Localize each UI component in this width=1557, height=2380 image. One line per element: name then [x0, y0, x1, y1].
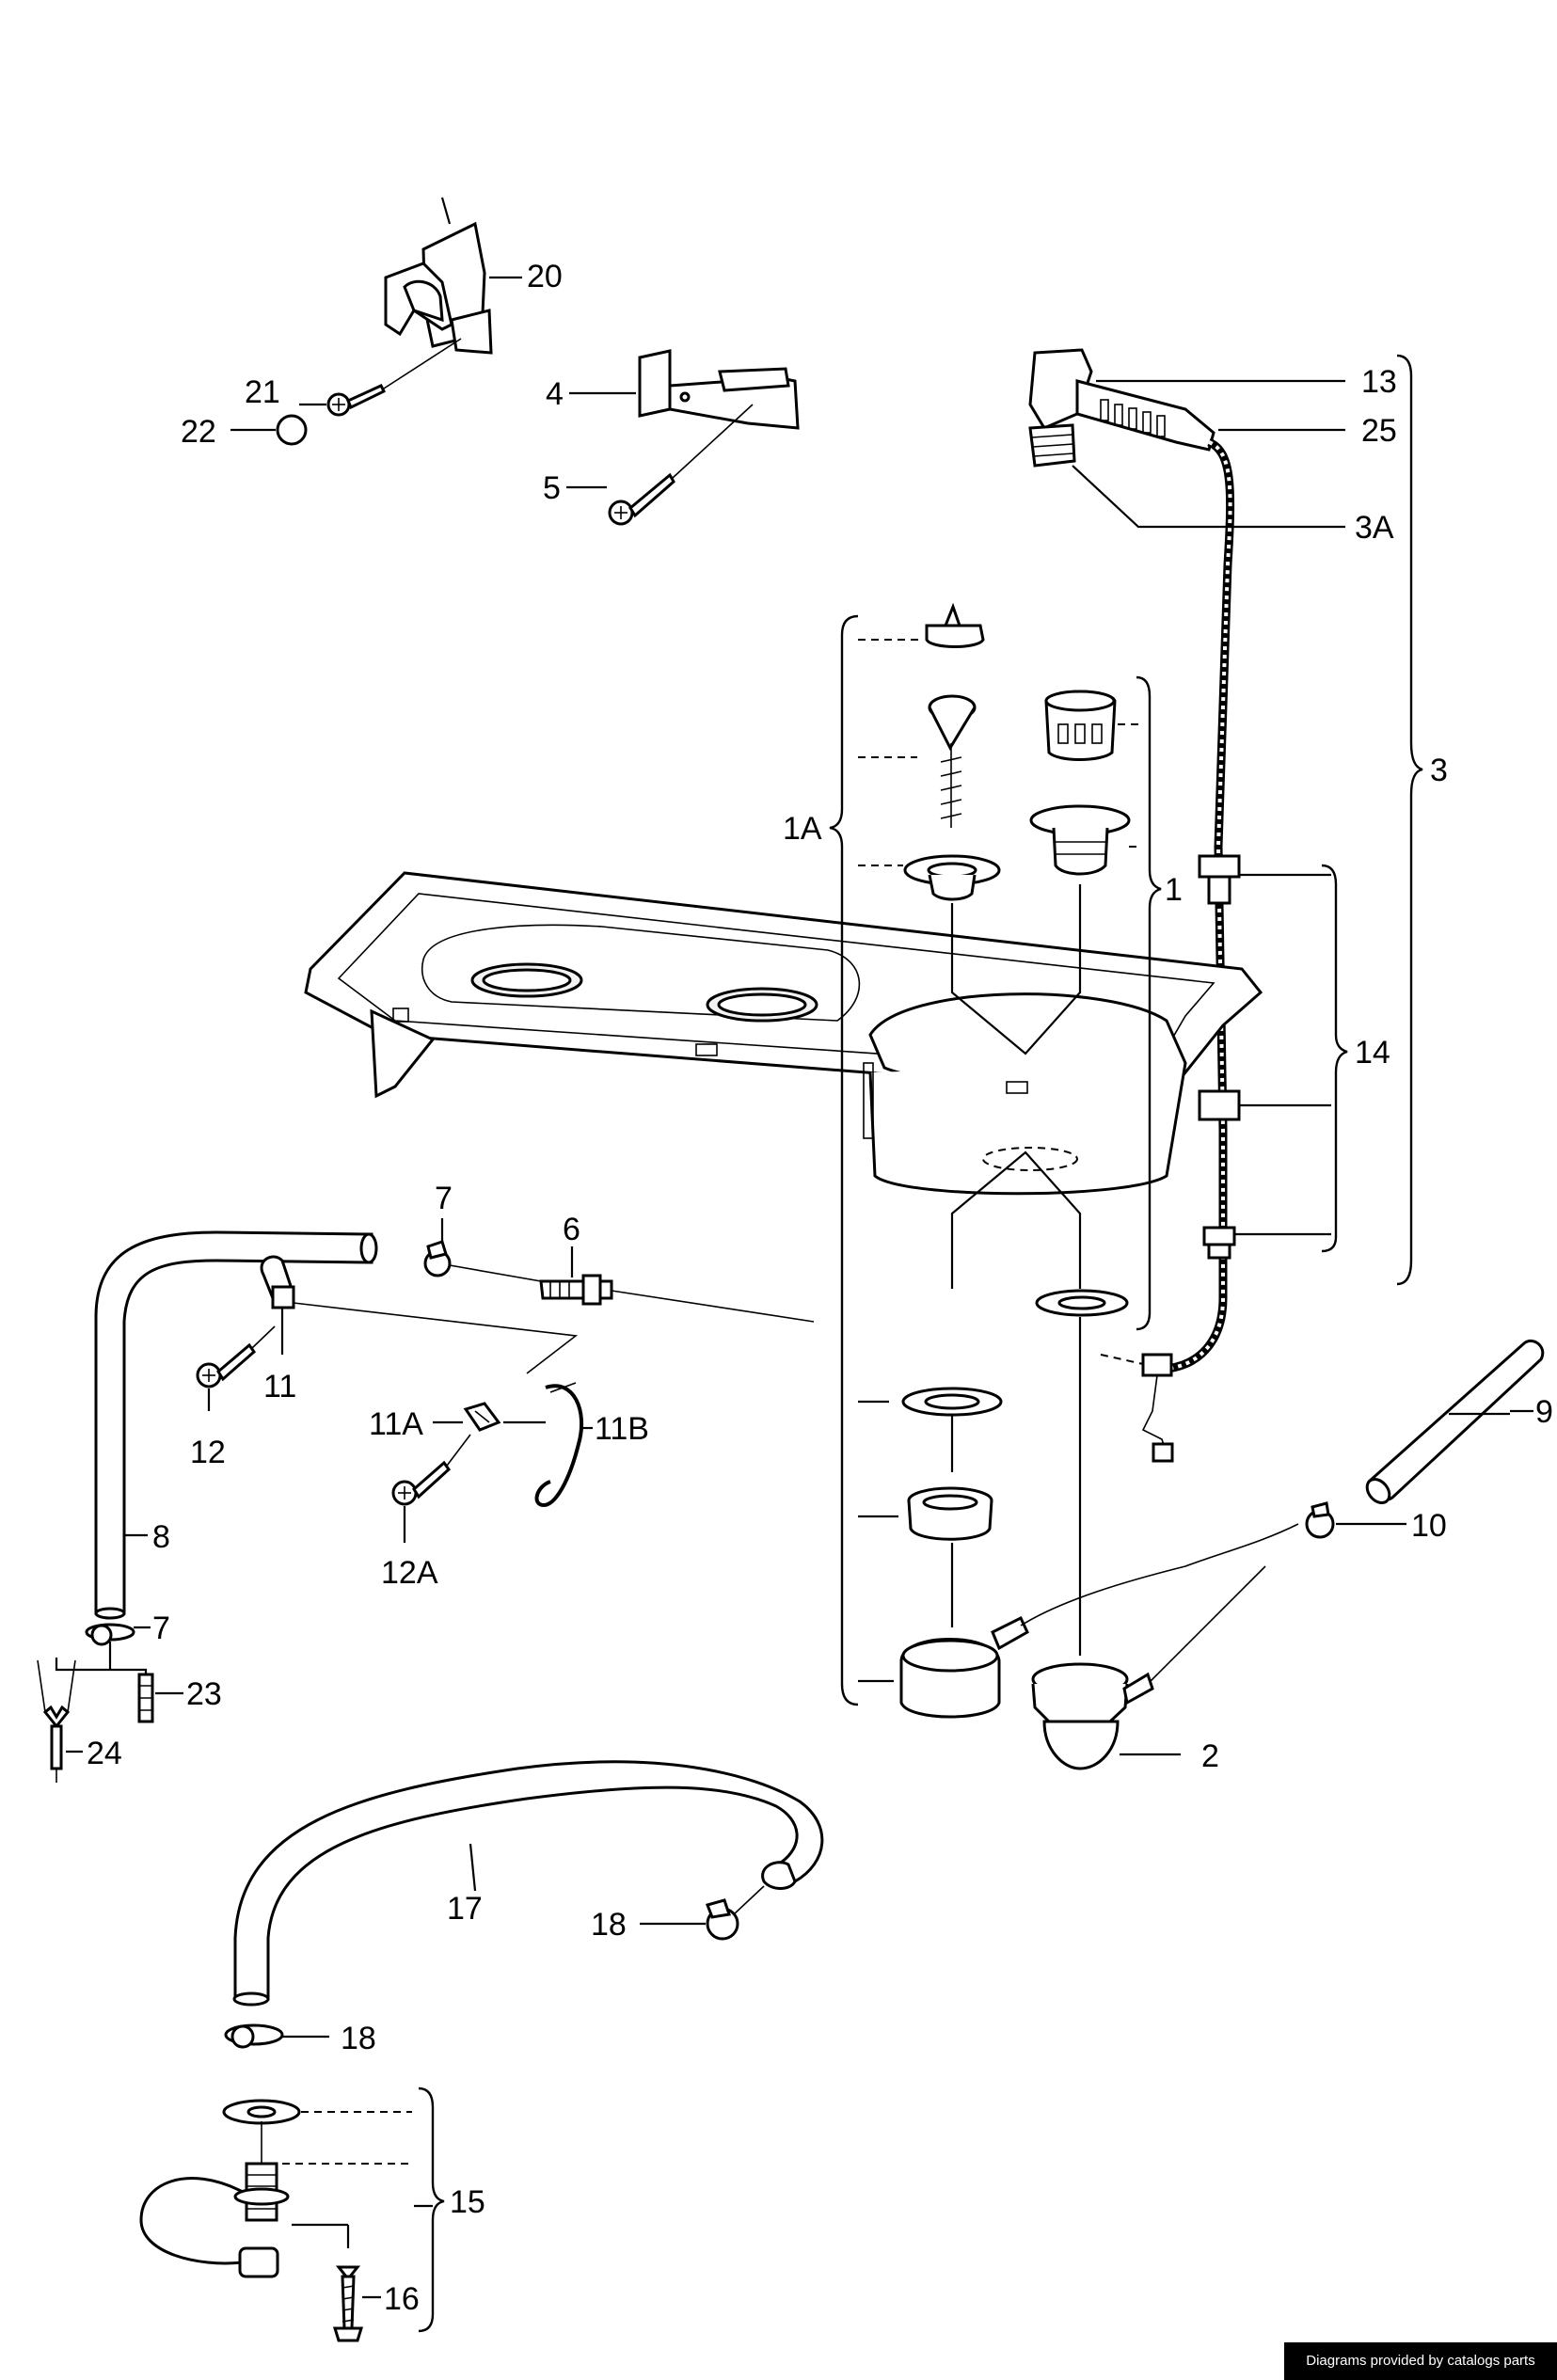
screw-5-drawing	[608, 404, 754, 526]
callout-8: 8	[152, 1519, 170, 1555]
callout-10: 10	[1411, 1508, 1447, 1544]
callout-21: 21	[245, 374, 280, 410]
clamp-10-drawing	[1305, 1501, 1335, 1539]
bracket-4-drawing	[638, 349, 800, 430]
callout-11: 11	[263, 1369, 296, 1404]
trap-2-drawing	[1031, 1662, 1154, 1770]
tailpiece-drawing	[907, 1486, 993, 1541]
cap-22-drawing	[276, 414, 308, 446]
wye-24-drawing	[37, 1659, 76, 1783]
callout-7-upper: 7	[435, 1181, 453, 1216]
fitting-23-drawing	[137, 1673, 154, 1723]
callout-11A: 11A	[369, 1406, 423, 1442]
screw-12-drawing	[196, 1325, 276, 1388]
drain-flange-drawing	[903, 854, 1001, 901]
hose-fittings-14-drawing	[1141, 854, 1241, 1463]
callout-24: 24	[87, 1736, 122, 1771]
screw-16-drawing	[332, 2265, 364, 2342]
callout-2: 2	[1201, 1738, 1219, 1774]
callout-12A: 12A	[381, 1555, 438, 1591]
callout-25: 25	[1361, 413, 1397, 449]
callout-5: 5	[543, 470, 561, 506]
callout-16: 16	[384, 2281, 420, 2317]
hose-3A-drawing	[1166, 437, 1235, 1373]
clamp-18-lower-drawing	[224, 2023, 284, 2049]
credit-label: Diagrams provided by catalogs parts	[1284, 2342, 1557, 2380]
callout-20: 20	[527, 259, 563, 294]
clamp-18-upper-drawing	[706, 1898, 739, 1941]
holder-bracket-drawing	[384, 197, 493, 355]
strainer-basket-drawing	[1029, 690, 1131, 876]
callout-11B: 11B	[595, 1411, 649, 1447]
callout-3: 3	[1430, 753, 1448, 788]
gasket-lower-drawing	[901, 1387, 1003, 1417]
callout-18-lower: 18	[341, 2021, 376, 2056]
callout-1A: 1A	[783, 811, 822, 847]
clamp-7-lower-drawing	[85, 1623, 135, 1646]
callout-22: 22	[181, 414, 216, 450]
sprayer-head-drawing	[1028, 348, 1215, 468]
callout-9: 9	[1535, 1394, 1553, 1430]
callout-18-upper: 18	[591, 1907, 627, 1943]
drain-body-drawing	[899, 1615, 1029, 1719]
drain-screw-drawing	[928, 694, 977, 828]
callout-6: 6	[563, 1212, 580, 1247]
callout-7-lower: 7	[152, 1610, 170, 1646]
callout-1: 1	[1165, 872, 1183, 908]
gasket-upper-drawing	[1035, 1289, 1129, 1317]
cable-tie-11B-drawing	[534, 1382, 584, 1508]
callout-15: 15	[450, 2184, 485, 2220]
callout-3A: 3A	[1355, 510, 1394, 546]
screw-21-drawing	[326, 338, 462, 417]
connector-6-drawing	[539, 1274, 613, 1306]
mount-11A-drawing	[463, 1402, 501, 1432]
callout-14: 14	[1355, 1035, 1390, 1071]
hose-17-drawing	[232, 1760, 824, 2007]
callout-4: 4	[546, 376, 564, 412]
callout-23: 23	[186, 1676, 222, 1712]
screw-12A-drawing	[391, 1434, 471, 1506]
hose-8-drawing	[94, 1230, 378, 1620]
callout-12: 12	[190, 1435, 226, 1470]
clamp-7-upper-drawing	[423, 1240, 452, 1277]
drain-cap-drawing	[925, 602, 985, 648]
clip-11-drawing	[260, 1255, 295, 1309]
callout-13: 13	[1361, 364, 1397, 400]
sink-basin-drawing	[304, 871, 1263, 1196]
hose-9-drawing	[1365, 1339, 1545, 1505]
drain-fitting-15-drawing	[139, 2099, 301, 2278]
callout-17: 17	[447, 1891, 483, 1927]
